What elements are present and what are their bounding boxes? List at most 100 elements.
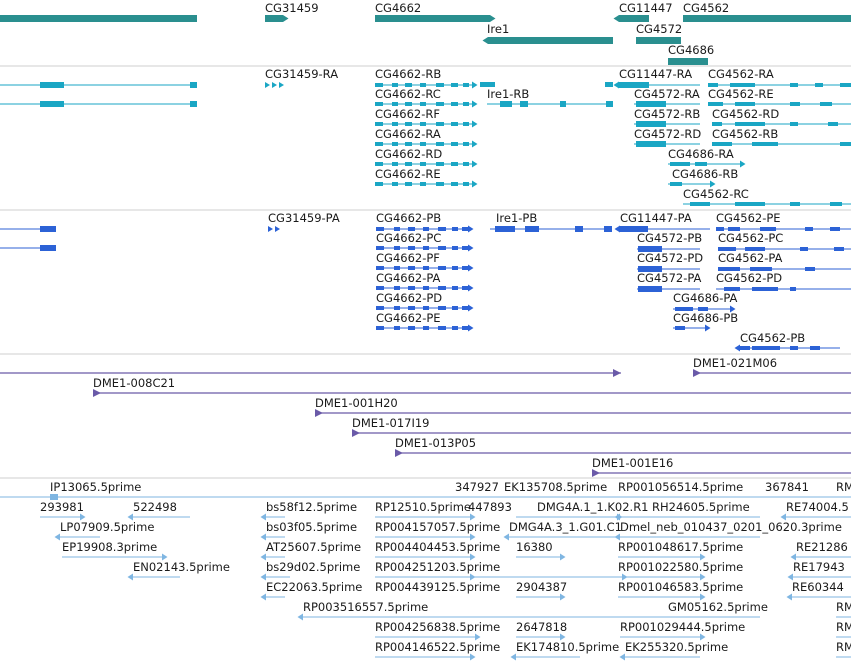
exon-block[interactable] bbox=[462, 227, 468, 231]
feature-label-cg4562-rc[interactable]: CG4562-RC bbox=[683, 187, 749, 201]
exon-block[interactable] bbox=[638, 266, 662, 272]
exon-block[interactable] bbox=[525, 226, 539, 232]
feature-label-en02143-5prime[interactable]: EN02143.5prime bbox=[133, 560, 230, 574]
exon-block[interactable] bbox=[575, 226, 583, 232]
feature-label-dme1-001e16[interactable]: DME1-001E16 bbox=[592, 456, 673, 470]
gene-bar[interactable] bbox=[636, 37, 681, 44]
exon-block[interactable] bbox=[698, 307, 708, 311]
exon-block[interactable] bbox=[405, 162, 412, 166]
feature-label-367841[interactable]: 367841 bbox=[765, 480, 809, 494]
exon-block[interactable] bbox=[376, 306, 384, 310]
exon-block[interactable] bbox=[423, 306, 429, 310]
feature-label-16380[interactable]: 16380 bbox=[516, 540, 553, 554]
exon-block[interactable] bbox=[420, 162, 426, 166]
feature-label-re17943[interactable]: RE17943 bbox=[793, 560, 845, 574]
exon-block[interactable] bbox=[452, 227, 458, 231]
exon-block[interactable] bbox=[40, 101, 64, 107]
exon-block[interactable] bbox=[815, 83, 823, 87]
exon-block[interactable] bbox=[728, 227, 740, 231]
feature-label-rm[interactable]: RM bbox=[836, 640, 851, 654]
feature-label-rp004439125-5prime[interactable]: RP004439125.5prime bbox=[375, 580, 500, 594]
feature-label-rm[interactable]: RM bbox=[836, 620, 851, 634]
exon-block[interactable] bbox=[423, 326, 429, 330]
exon-block[interactable] bbox=[718, 267, 740, 271]
exon-block[interactable] bbox=[375, 182, 383, 186]
exon-block[interactable] bbox=[423, 227, 429, 231]
exon-block[interactable] bbox=[605, 82, 613, 87]
exon-block[interactable] bbox=[840, 83, 851, 87]
feature-label-rh24605-5prime[interactable]: RH24605.5prime bbox=[652, 500, 750, 514]
exon-block[interactable] bbox=[405, 83, 412, 87]
exon-block[interactable] bbox=[408, 266, 415, 270]
exon-block[interactable] bbox=[740, 346, 750, 350]
exon-block[interactable] bbox=[462, 266, 468, 270]
feature-label-cg4562-rd[interactable]: CG4562-RD bbox=[712, 107, 779, 121]
exon-block[interactable] bbox=[462, 326, 468, 330]
exon-block[interactable] bbox=[712, 122, 722, 126]
exon-block[interactable] bbox=[375, 83, 383, 87]
feature-label-cg4662-pf[interactable]: CG4662-PF bbox=[376, 251, 440, 265]
exon-block[interactable] bbox=[463, 142, 469, 146]
feature-label-lp07909-5prime[interactable]: LP07909.5prime bbox=[60, 520, 154, 534]
feature-label-cg4572-rd[interactable]: CG4572-RD bbox=[634, 127, 701, 141]
exon-block[interactable] bbox=[190, 82, 197, 88]
exon-block[interactable] bbox=[830, 227, 840, 231]
feature-label-cg4662-pb[interactable]: CG4662-PB bbox=[376, 211, 441, 225]
feature-label-cg4572[interactable]: CG4572 bbox=[636, 22, 682, 36]
exon-block[interactable] bbox=[462, 246, 468, 250]
exon-block[interactable] bbox=[436, 142, 444, 146]
exon-block[interactable] bbox=[405, 102, 412, 106]
exon-block[interactable] bbox=[638, 286, 662, 292]
feature-label-rp001022580-5prime[interactable]: RP001022580.5prime bbox=[618, 560, 743, 574]
exon-block[interactable] bbox=[452, 246, 458, 250]
feature-label-bs58f12-5prime[interactable]: bs58f12.5prime bbox=[266, 500, 357, 514]
feature-label-rp004256838-5prime[interactable]: RP004256838.5prime bbox=[375, 620, 500, 634]
exon-block[interactable] bbox=[636, 101, 666, 107]
exon-block[interactable] bbox=[438, 326, 446, 330]
exon-block[interactable] bbox=[463, 162, 469, 166]
exon-block[interactable] bbox=[452, 266, 458, 270]
exon-block[interactable] bbox=[436, 83, 444, 87]
feature-label-rp004404453-5prime[interactable]: RP004404453.5prime bbox=[375, 540, 500, 554]
exon-block[interactable] bbox=[423, 286, 429, 290]
exon-block[interactable] bbox=[735, 122, 765, 126]
feature-label-cg4562-pe[interactable]: CG4562-PE bbox=[716, 211, 781, 225]
exon-block[interactable] bbox=[790, 202, 800, 206]
exon-block[interactable] bbox=[40, 82, 64, 88]
feature-label-rp001029444-5prime[interactable]: RP001029444.5prime bbox=[620, 620, 745, 634]
exon-block[interactable] bbox=[392, 162, 398, 166]
exon-block[interactable] bbox=[451, 122, 458, 126]
feature-label-cg4662-pc[interactable]: CG4662-PC bbox=[376, 231, 441, 245]
feature-label-cg31459[interactable]: CG31459 bbox=[265, 1, 319, 15]
feature-label-cg4662-pd[interactable]: CG4662-PD bbox=[376, 291, 442, 305]
exon-block[interactable] bbox=[392, 122, 398, 126]
feature-label-447893[interactable]: 447893 bbox=[468, 500, 512, 514]
exon-block[interactable] bbox=[438, 286, 446, 290]
exon-block[interactable] bbox=[420, 182, 426, 186]
exon-block[interactable] bbox=[392, 142, 398, 146]
feature-label-522498[interactable]: 522498 bbox=[133, 500, 177, 514]
exon-block[interactable] bbox=[375, 122, 383, 126]
feature-label-bs03f05-5prime[interactable]: bs03f05.5prime bbox=[266, 520, 357, 534]
exon-block[interactable] bbox=[405, 142, 412, 146]
feature-label-cg4562[interactable]: CG4562 bbox=[683, 1, 729, 15]
gene-bar[interactable] bbox=[0, 15, 197, 22]
feature-label-cg4686-pb[interactable]: CG4686-PB bbox=[673, 311, 738, 325]
exon-block[interactable] bbox=[619, 82, 649, 88]
exon-block[interactable] bbox=[805, 227, 813, 231]
gene-bar[interactable] bbox=[265, 15, 283, 22]
feature-label-cg4662-rc[interactable]: CG4662-RC bbox=[375, 87, 441, 101]
exon-block[interactable] bbox=[834, 247, 844, 251]
feature-label-cg4662-rb[interactable]: CG4662-RB bbox=[375, 67, 441, 81]
feature-label-at25607-5prime[interactable]: AT25607.5prime bbox=[266, 540, 361, 554]
feature-label-rp004157057-5prime[interactable]: RP004157057.5prime bbox=[375, 520, 500, 534]
feature-label-cg31459-ra[interactable]: CG31459-RA bbox=[265, 67, 338, 81]
exon-block[interactable] bbox=[752, 287, 778, 291]
exon-block[interactable] bbox=[438, 306, 446, 310]
feature-label-rp12510-5prime[interactable]: RP12510.5prime bbox=[375, 500, 471, 514]
exon-block[interactable] bbox=[436, 122, 444, 126]
exon-block[interactable] bbox=[718, 247, 736, 251]
exon-block[interactable] bbox=[805, 267, 815, 271]
feature-label-bs29d02-5prime[interactable]: bs29d02.5prime bbox=[266, 560, 360, 574]
feature-label-ek135708-5prime[interactable]: EK135708.5prime bbox=[504, 480, 607, 494]
